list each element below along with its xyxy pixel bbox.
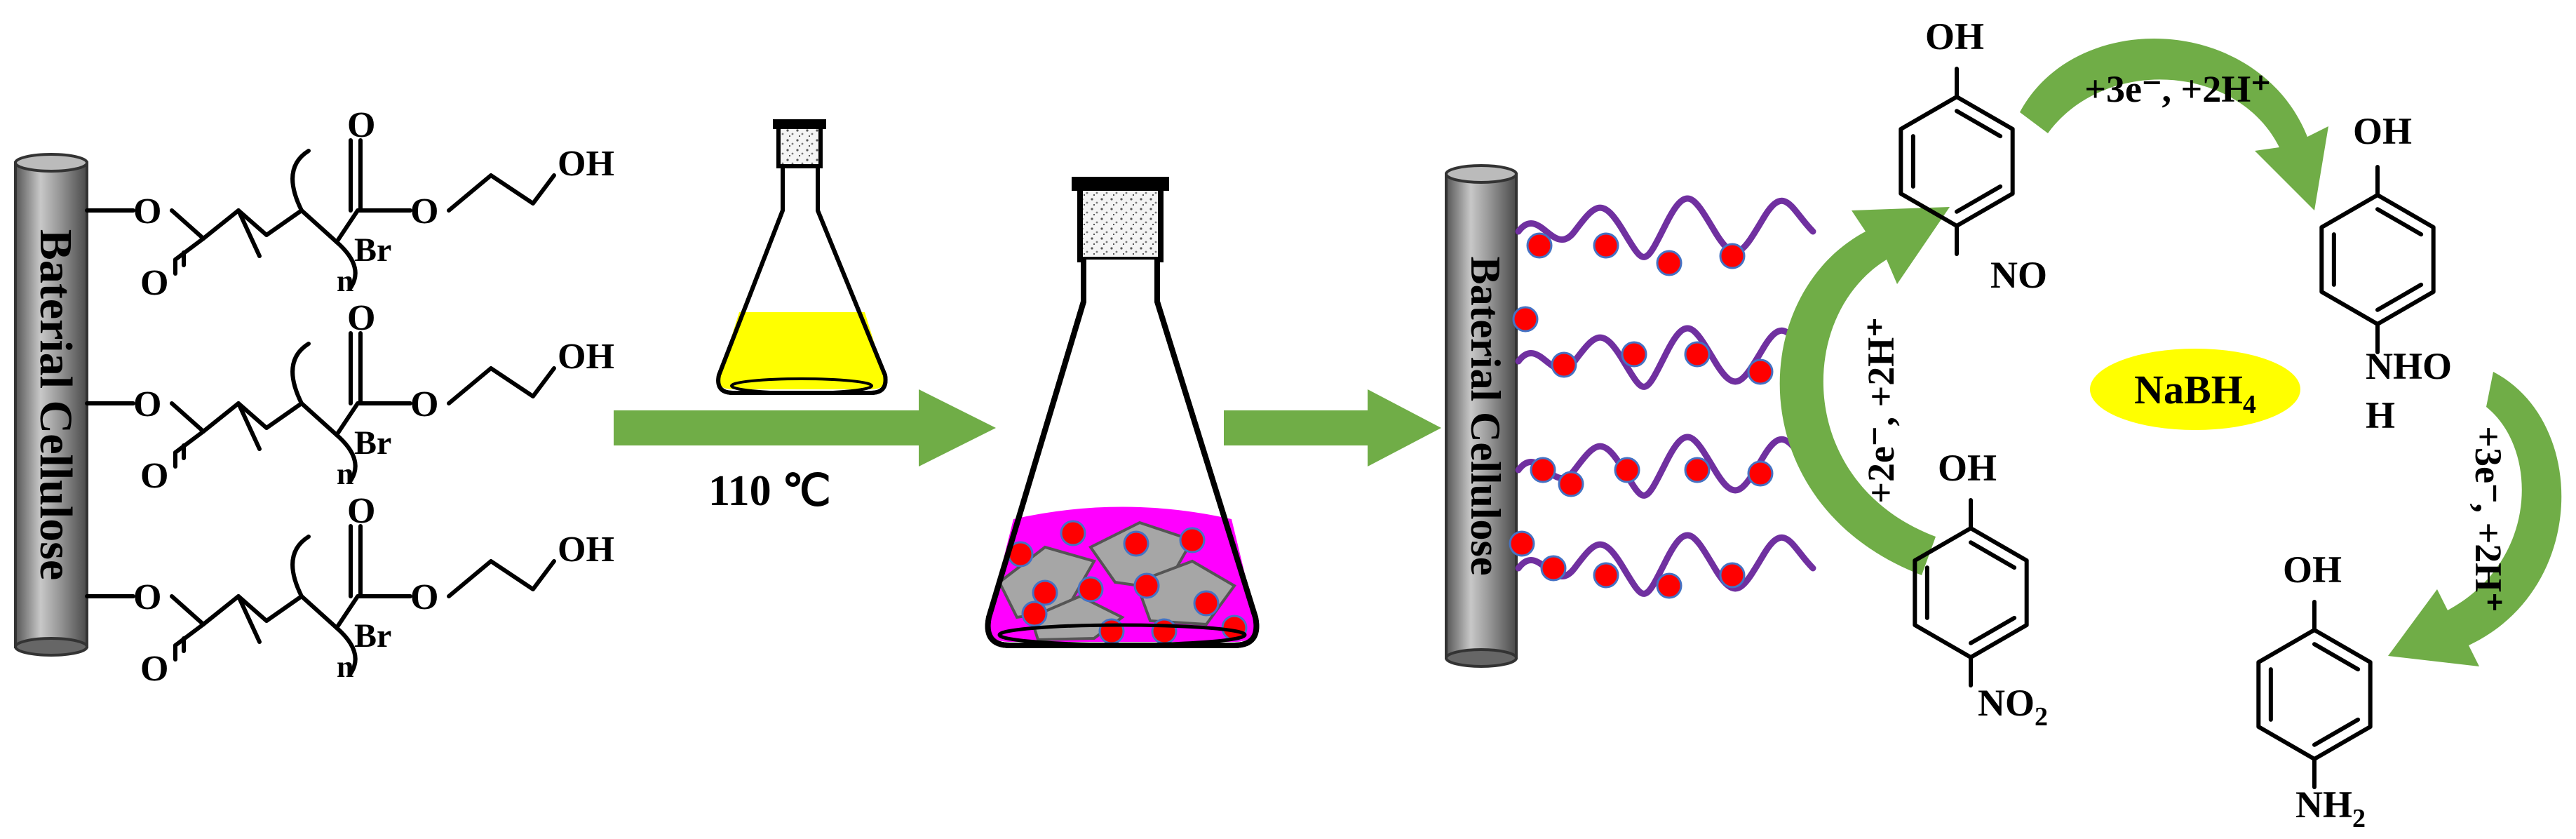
o_label-label: O xyxy=(410,384,438,424)
oh_label-label: OH xyxy=(558,530,614,570)
nanoparticle xyxy=(1098,618,1125,645)
benzene-ring xyxy=(1899,67,2015,256)
curved-arrow-hydroxylamine-to-amine xyxy=(2388,372,2562,666)
nanoparticle xyxy=(1747,460,1774,487)
nanoparticle xyxy=(1133,572,1160,599)
large-flask-magenta xyxy=(985,177,1260,648)
reductant-badge: NaBH4 xyxy=(2090,349,2300,430)
left-cellulose-rod: Baterial Cellulose xyxy=(14,153,88,657)
svg-text:NaBH4: NaBH4 xyxy=(2134,367,2256,420)
hydroxylamine-h-label: H xyxy=(2366,394,2395,436)
nanoparticle xyxy=(1179,527,1206,553)
n_label-label: n xyxy=(337,650,353,684)
o_label-label: O xyxy=(140,456,168,496)
nanoparticle xyxy=(1032,579,1058,606)
br_label-label: Br xyxy=(354,231,391,269)
nanoparticle xyxy=(1551,351,1577,378)
nanoparticle xyxy=(1077,576,1104,603)
benzene-ring xyxy=(2256,600,2373,789)
molecule-aminophenol: OH NH2 xyxy=(2283,549,2366,833)
o_label-label: O xyxy=(140,263,168,303)
nanoparticle xyxy=(1719,562,1746,589)
o_label-label: O xyxy=(347,491,375,531)
reaction-arrow-2 xyxy=(1224,389,1441,467)
benzene-ring xyxy=(2319,165,2436,354)
nitroso-group-label: NO xyxy=(1990,254,2047,296)
nanoparticle xyxy=(1530,457,1556,483)
right-cellulose-rod: Baterial Cellulose xyxy=(1445,164,1518,668)
oh-label: OH xyxy=(2283,549,2342,591)
molecule-hydroxylamine: OH NHO H xyxy=(2353,110,2452,436)
nanoparticle xyxy=(1719,243,1746,269)
o_label-label: O xyxy=(133,192,161,231)
nanoparticle xyxy=(1614,457,1640,483)
o_label-label: O xyxy=(347,105,375,145)
o_label-label: O xyxy=(133,577,161,617)
step-label-nitroso-to-hydroxylamine: +3e⁻, +2H⁺ xyxy=(2084,68,2271,110)
step-label-nitro-to-nitroso: +2e⁻, +2H⁺ xyxy=(1860,317,1902,504)
n_label-label: n xyxy=(337,457,353,491)
oh-label: OH xyxy=(1925,15,1984,58)
br_label-label: Br xyxy=(354,424,391,462)
br_label-label: Br xyxy=(354,617,391,655)
oh-label: OH xyxy=(2353,110,2412,152)
nanoparticle-chains xyxy=(1509,195,1816,599)
nanoparticle xyxy=(1656,572,1683,599)
nanoparticle xyxy=(1021,600,1048,627)
nanoparticle xyxy=(1684,341,1711,368)
nanoparticle xyxy=(1747,358,1774,385)
nanoparticle xyxy=(1526,232,1553,259)
o_label-label: O xyxy=(410,577,438,617)
nanoparticle xyxy=(1540,555,1567,582)
molecule-nitroso: OH NO xyxy=(1925,15,2047,296)
nanoparticle xyxy=(1593,562,1619,589)
amine-group-label: NH2 xyxy=(2295,784,2366,833)
o_label-label: O xyxy=(347,298,375,338)
nanoparticle xyxy=(1123,530,1149,557)
nitro-group-label: NO2 xyxy=(1978,682,2048,732)
oh-label: OH xyxy=(1938,447,1997,489)
curved-arrow-nitro-to-nitroso xyxy=(1779,207,1950,575)
o_label-label: O xyxy=(140,649,168,689)
step-label-hydroxylamine-to-amine: +3e⁻, +2H⁺ xyxy=(2467,426,2509,612)
oh_label-label: OH xyxy=(558,144,614,184)
polymer-chain xyxy=(1515,195,1816,260)
hydroxylamine-group-label: NHO xyxy=(2366,345,2452,387)
nanoparticle xyxy=(1151,618,1178,645)
nanoparticle xyxy=(1193,590,1220,617)
n_label-label: n xyxy=(337,264,353,298)
o_label-label: O xyxy=(410,192,438,231)
curved-arrow-nitroso-to-hydroxylamine xyxy=(2020,39,2328,211)
polymer-chain xyxy=(1515,532,1816,597)
nanoparticle xyxy=(1558,471,1584,497)
nanoparticle xyxy=(1512,306,1539,333)
nanoparticle xyxy=(1509,530,1535,557)
oh_label-label: OH xyxy=(558,337,614,377)
small-flask-yellow xyxy=(716,119,888,395)
nanoparticle xyxy=(1593,232,1619,259)
temperature-label: 110 ℃ xyxy=(708,467,831,515)
nanoparticle xyxy=(1621,341,1647,368)
nanoparticle xyxy=(1060,520,1086,546)
o_label-label: O xyxy=(133,384,161,424)
molecule-nitrophenol: OH NO2 xyxy=(1938,447,2048,732)
rod-label: Baterial Cellulose xyxy=(30,229,81,580)
nanoparticle xyxy=(1684,457,1711,483)
rod-label: Baterial Cellulose xyxy=(1462,257,1509,576)
reaction-arrow-1 xyxy=(614,389,996,467)
benzene-ring xyxy=(1913,498,2029,687)
nanoparticle xyxy=(1656,250,1683,276)
